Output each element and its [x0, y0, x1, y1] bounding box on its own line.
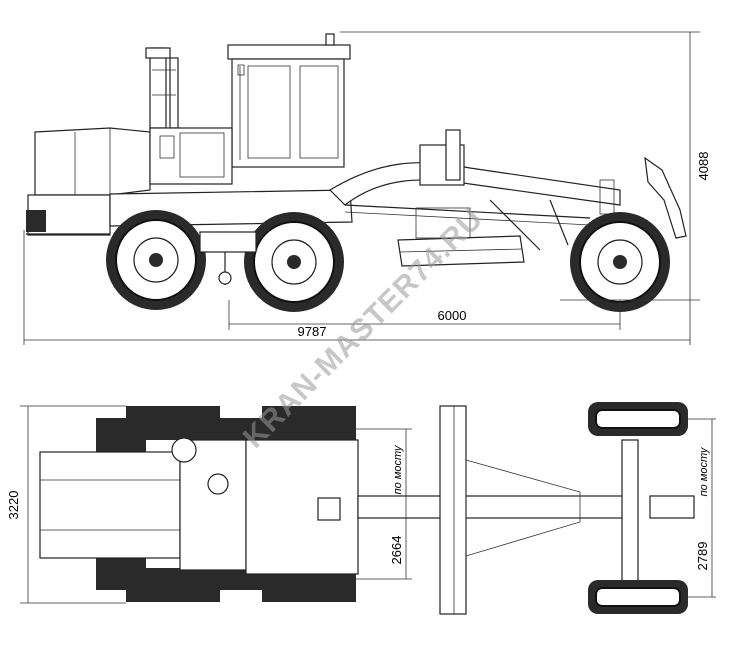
rear-left-tyres [96, 418, 356, 440]
hydraulic-ram [489, 199, 541, 251]
side-dimensions: 4088 6000 9787 [23, 31, 711, 345]
rear-track-dimension: 2664 [389, 536, 404, 565]
blade-top [439, 405, 467, 615]
rear-wheel-1 [106, 210, 206, 310]
blade [397, 129, 525, 267]
engine-top [39, 451, 181, 559]
cab [227, 33, 351, 168]
rear-axle-note: по мосту [392, 444, 404, 494]
top-dimensions: 3220 2664 по мосту 2789 по мосту [6, 405, 716, 604]
front-axle [621, 439, 639, 589]
front-left-tyre [588, 402, 688, 436]
front-track-dimension: 2789 [695, 542, 710, 571]
tandem-bogie [199, 231, 257, 253]
length-dimension: 9787 [298, 324, 327, 339]
front-right-tyre [588, 580, 688, 614]
width-dimension: 3220 [6, 491, 21, 520]
front-axle-note: по мосту [698, 446, 710, 496]
engine-hood [26, 127, 233, 236]
wheelbase-dimension: 6000 [438, 308, 467, 323]
top-view [39, 402, 695, 615]
front-frame [329, 162, 621, 226]
cab-top [245, 439, 359, 575]
height-dimension: 4088 [696, 152, 711, 181]
rear-wheel-2 [244, 212, 344, 312]
front-wheel [570, 212, 670, 312]
exhaust-pipe [145, 47, 179, 129]
main-beam [357, 495, 631, 519]
side-view [26, 33, 687, 312]
